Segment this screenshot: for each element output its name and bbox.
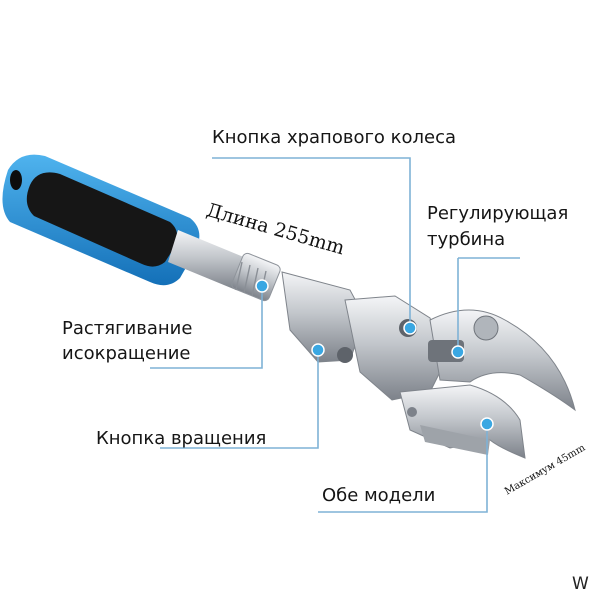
wrench-head [281,271,576,459]
corner-mark: W [572,574,589,594]
rotate-button-label: Кнопка вращения [96,428,267,449]
ratchet-button-label: Кнопка храпового колеса [212,127,457,148]
callout-dots [255,279,494,431]
adjusting-turbine-label-line2: турбина [427,229,506,250]
extend-label-line1: Растягивание [62,318,193,339]
both-models-label: Обе модели [322,485,436,506]
callout-lines [150,157,520,513]
adjusting-turbine-label-line1: Регулирующая [427,203,569,224]
wrench-handle [2,154,200,286]
extend-label-line2: исокращение [62,343,191,364]
